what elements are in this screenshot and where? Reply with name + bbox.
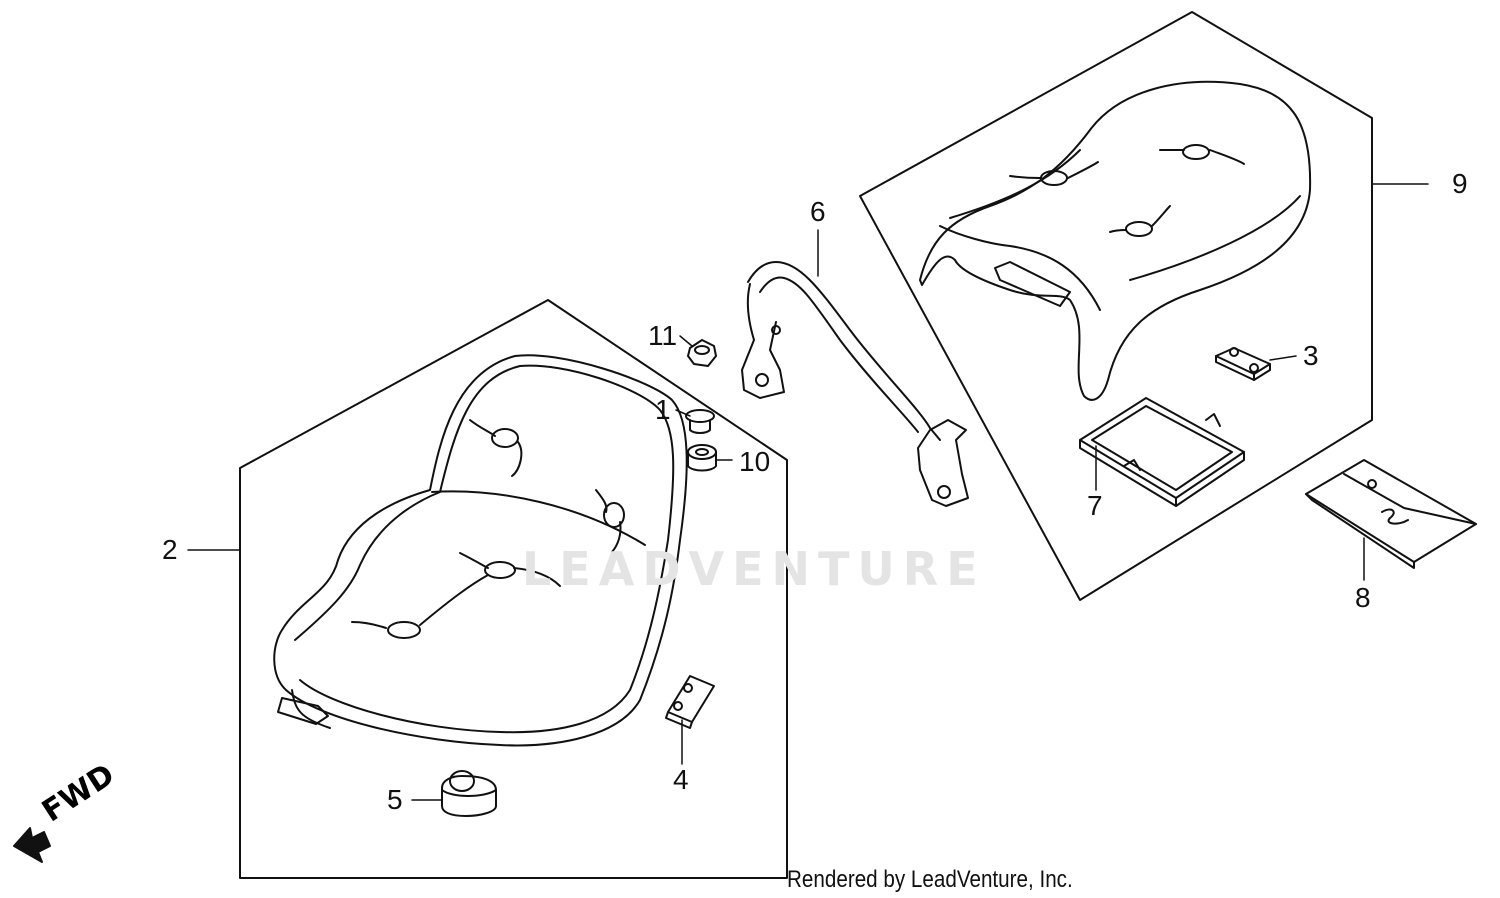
- document-pouch: [1305, 459, 1477, 569]
- callout-11[interactable]: 11: [648, 320, 678, 351]
- callout-4[interactable]: 4: [673, 764, 689, 795]
- credit-line: Rendered by LeadVenture, Inc.: [787, 866, 1073, 893]
- callout-1[interactable]: 1: [655, 394, 671, 425]
- callout-8[interactable]: 8: [1355, 582, 1371, 613]
- pillion-seat: [919, 80, 1312, 401]
- callout-9[interactable]: 9: [1452, 168, 1468, 199]
- rider-seat: [273, 354, 688, 747]
- group-boundary-pillion: [859, 11, 1373, 601]
- callout-5[interactable]: 5: [387, 784, 403, 815]
- callout-7[interactable]: 7: [1087, 490, 1103, 521]
- nut-10: [687, 444, 717, 472]
- callout-6[interactable]: 6: [810, 196, 826, 227]
- tray: [1079, 397, 1245, 507]
- callout-10[interactable]: 10: [739, 446, 771, 477]
- group-boundary-seat: [239, 299, 788, 879]
- collar-1: [685, 409, 715, 434]
- bracket-3: [1215, 347, 1271, 381]
- nut-11: [687, 339, 717, 367]
- callout-2[interactable]: 2: [162, 534, 178, 565]
- bracket-4: [665, 675, 715, 729]
- leader-lines: [187, 183, 1429, 801]
- watermark: LEADVENTURE: [522, 542, 986, 596]
- rubber-5: [441, 770, 497, 817]
- grab-bar: [741, 261, 969, 507]
- fwd-arrow-icon: [13, 827, 51, 863]
- callout-3[interactable]: 3: [1303, 340, 1319, 371]
